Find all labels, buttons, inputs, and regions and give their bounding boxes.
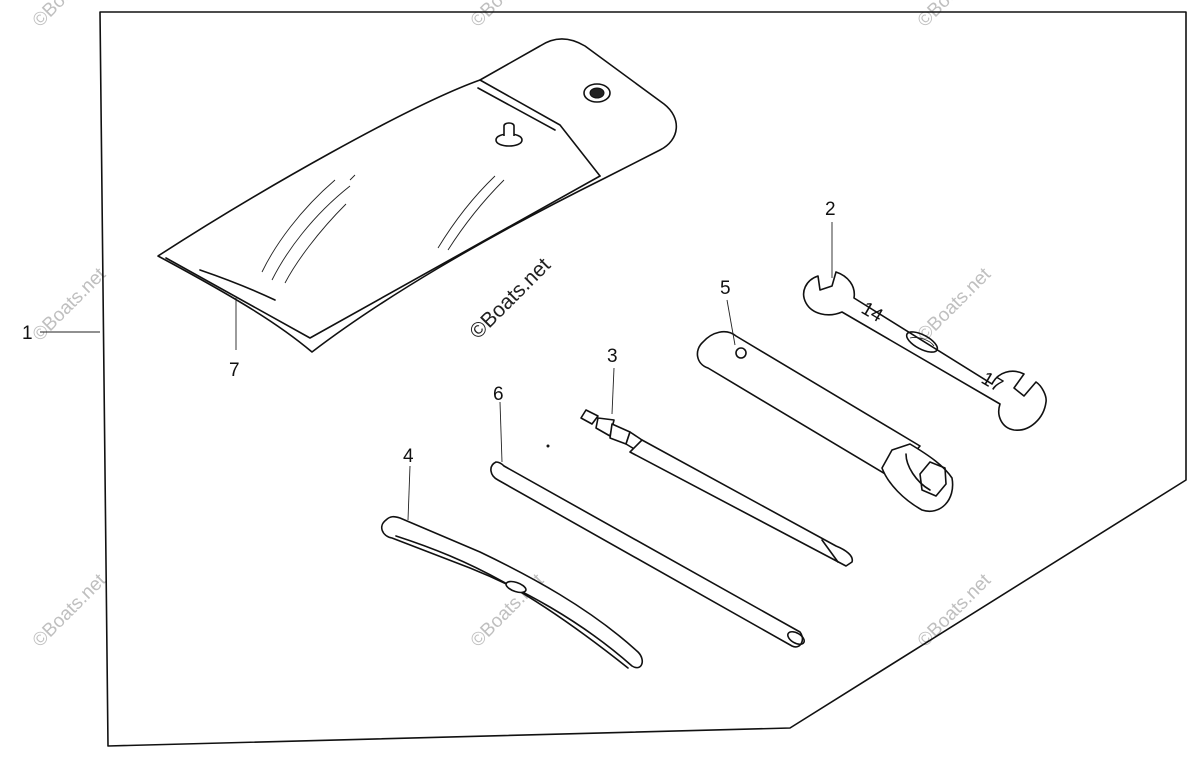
watermark-main: ©Boats.net bbox=[465, 253, 555, 343]
callout-6: 6 bbox=[493, 384, 504, 405]
callout-4: 4 bbox=[403, 446, 414, 467]
watermark: ©Boats.net bbox=[914, 0, 996, 32]
callout-7: 7 bbox=[229, 360, 240, 381]
callout-2: 2 bbox=[825, 199, 836, 220]
pin-spanner bbox=[380, 515, 644, 669]
spark-plug-wrench bbox=[696, 330, 954, 513]
callout-1: 1 bbox=[22, 323, 33, 344]
watermark: ©Boats.net bbox=[467, 0, 549, 32]
watermark: ©Boats.net bbox=[914, 264, 996, 346]
tool-bag bbox=[157, 38, 678, 353]
watermark: ©Boats.net bbox=[29, 0, 111, 32]
assembly-boundary bbox=[99, 11, 1187, 747]
callout-5: 5 bbox=[720, 278, 731, 299]
callout-labels: 1 2 3 4 5 6 7 bbox=[22, 199, 836, 467]
watermark: ©Boats.net bbox=[914, 570, 996, 652]
extension-bar bbox=[490, 461, 805, 648]
screwdriver bbox=[580, 409, 854, 567]
watermark: ©Boats.net bbox=[29, 570, 111, 652]
wrench: 14 17 bbox=[802, 271, 1047, 431]
callout-3: 3 bbox=[607, 346, 618, 367]
leader-lines bbox=[40, 222, 833, 521]
watermark: ©Boats.net bbox=[29, 264, 111, 346]
